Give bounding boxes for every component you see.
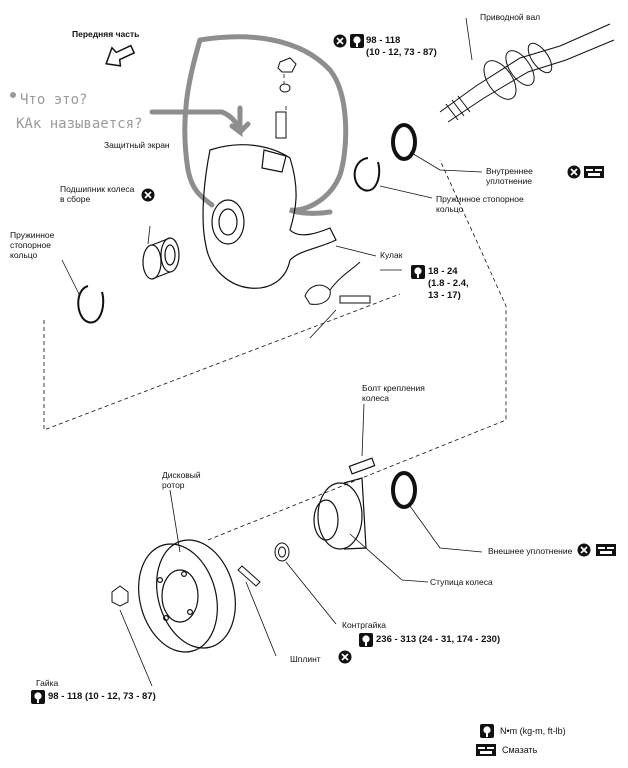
x-circle-icon: [566, 164, 582, 180]
label-snap-ring-left: Пружинное стопорное кольцо: [10, 230, 55, 260]
label-cotter-pin: Шплинт: [290, 654, 321, 664]
torque-knuckle-sub1: (1.8 - 2.4,: [428, 278, 469, 289]
annotation-bullet: [10, 92, 16, 98]
label-wheel-bolt: Болт крепления колеса: [362, 383, 425, 403]
label-disc-rotor: Дисковый ротор: [162, 470, 201, 490]
disc-rotor-part: [138, 539, 236, 653]
x-circle-icon: [332, 33, 348, 49]
label-drive-shaft: Приводной вал: [480, 12, 541, 22]
front-direction-arrow-icon: [105, 44, 136, 67]
x-circle-icon: [576, 542, 592, 558]
grease-icon: [584, 166, 604, 178]
label-heat-shield: Защитный экран: [104, 140, 170, 150]
grease-icon: [596, 544, 616, 556]
label-hub: Ступица колеса: [430, 577, 493, 587]
label-lock-nut: Контргайка: [342, 620, 387, 630]
top-nut-part: [275, 57, 297, 139]
snap-ring-left-part: [77, 285, 105, 324]
torque-top-value: 98 - 118: [366, 35, 401, 46]
torque-knuckle-bolt: 18 - 24 (1.8 - 2.4, 13 - 17): [428, 266, 469, 302]
label-bearing: Подшипник колеса в сборе: [60, 184, 135, 204]
snap-ring-upper-part: [353, 157, 381, 192]
handwritten-circle-annotation: [149, 34, 349, 216]
torque-wrench-icon: [359, 633, 373, 647]
x-circle-icon: [337, 649, 353, 665]
outer-seal-part: [391, 471, 417, 509]
cotter-pin-part: [237, 565, 261, 587]
label-nut: Гайка: [36, 678, 59, 688]
legend-lubricate: Смазать: [502, 745, 538, 755]
label-knuckle: Кулак: [380, 250, 403, 260]
torque-knuckle-sub2: 13 - 17): [428, 290, 461, 301]
annotation-question: Что это?: [20, 92, 88, 108]
leader-lines: [61, 17, 483, 687]
label-snap-ring-upper: Пружинное стопорное кольцо: [436, 194, 524, 214]
drive-shaft-part: [439, 23, 615, 123]
torque-wrench-icon: [31, 690, 45, 704]
torque-wrench-icon: [480, 724, 494, 738]
grease-icon: [476, 744, 496, 756]
label-inner-seal: Внутреннее уплотнение: [486, 166, 533, 186]
torque-wrench-icon: [350, 34, 364, 48]
wheel-nut-part: [111, 585, 129, 607]
legend-torque-unit: N•m (kg-m, ft-lb): [500, 726, 566, 736]
torque-nut: 98 - 118 (10 - 12, 73 - 87): [48, 691, 156, 702]
wheel-hub-part: [313, 457, 376, 550]
sensor-part: [304, 261, 371, 305]
torque-top: 98 - 118 (10 - 12, 73 - 87): [366, 35, 437, 59]
torque-lock-nut: 236 - 313 (24 - 31, 174 - 230): [376, 634, 501, 645]
lock-nut-part: [274, 542, 290, 562]
assembly-lines: [43, 74, 507, 541]
knuckle-part: [202, 144, 337, 289]
label-outer-seal: Внешнее уплотнение: [488, 546, 573, 556]
x-circle-icon: [140, 187, 156, 203]
wheel-bearing-part: [142, 237, 180, 280]
annotation-question-2: КАк называется?: [16, 116, 143, 132]
front-direction-label: Передняя часть: [72, 29, 140, 39]
inner-seal-part: [391, 123, 417, 161]
torque-top-sub: (10 - 12, 73 - 87): [366, 47, 437, 58]
torque-knuckle-value: 18 - 24: [428, 266, 458, 277]
torque-wrench-icon: [411, 265, 425, 279]
